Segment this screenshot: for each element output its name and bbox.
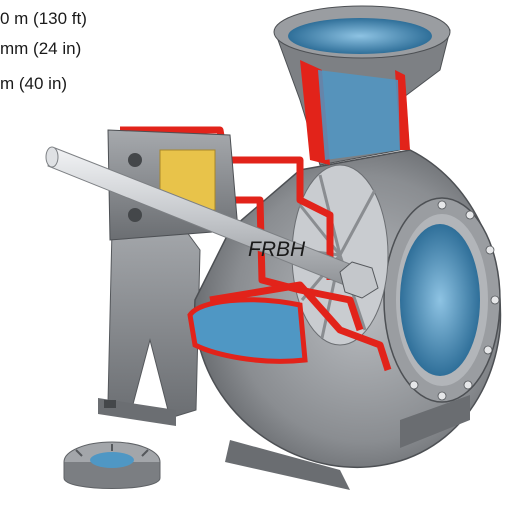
spec-impeller-diameter: m (40 in) [0,74,68,93]
suction-flange [383,197,501,403]
spec-discharge-size: mm (24 in) [0,39,82,58]
spec-head: 0 m (130 ft) [0,9,87,28]
pump-model-label: FRBH [248,238,306,261]
wear-ring-part [63,441,161,489]
discharge-nozzle [273,5,451,166]
bearing-pedestal [98,219,201,426]
volute-channel [187,297,308,364]
pump-shaft [45,146,379,299]
